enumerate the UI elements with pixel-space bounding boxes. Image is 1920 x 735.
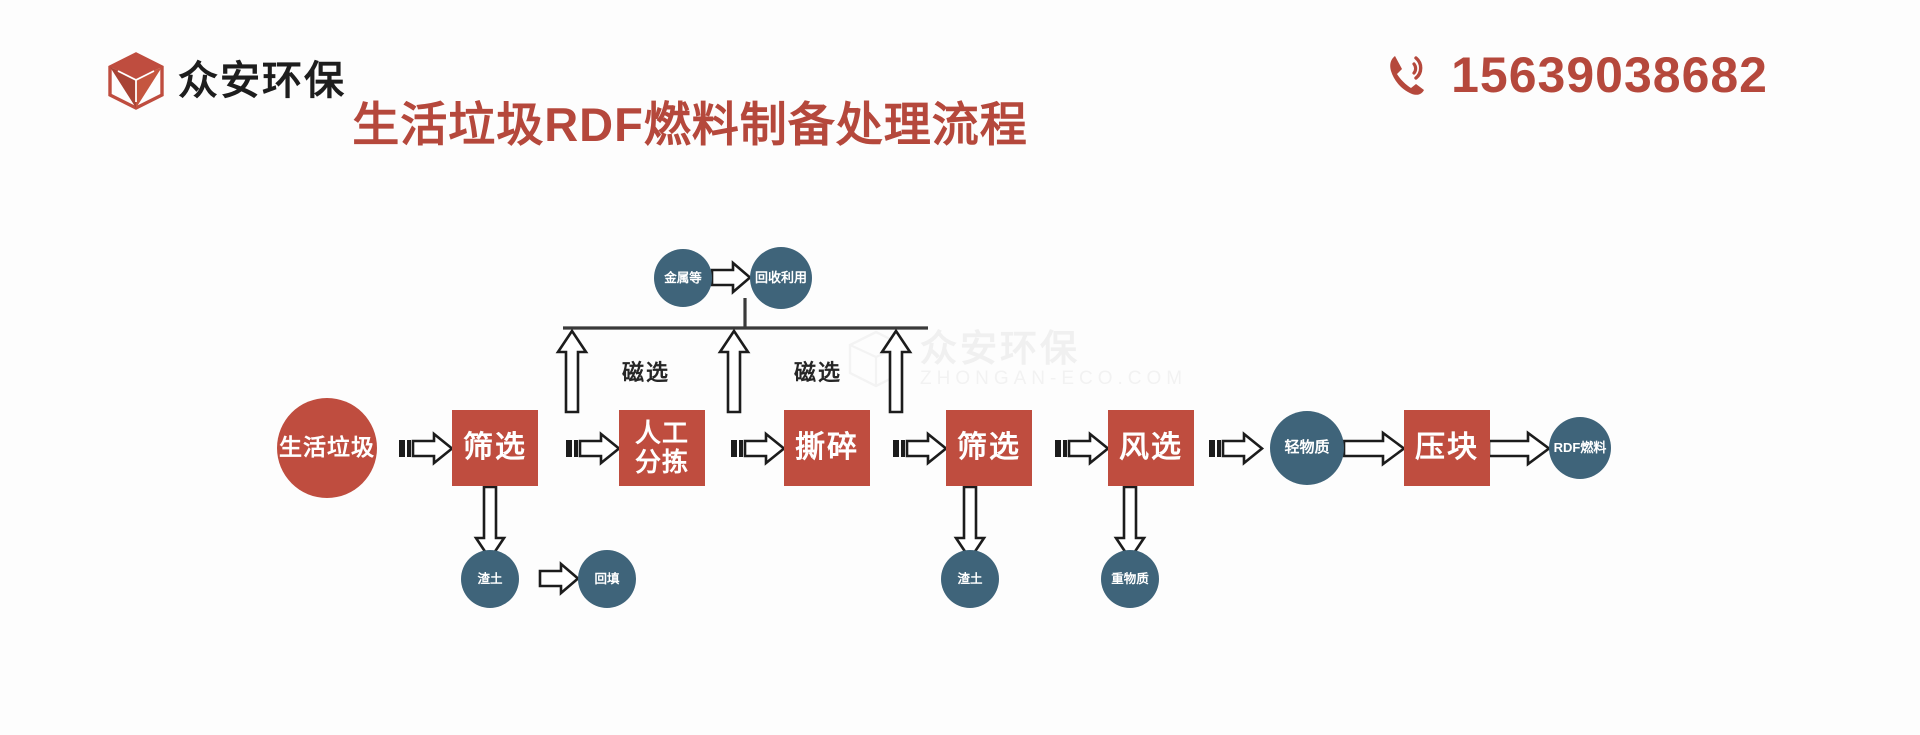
node-metals[interactable]: 金属等 (654, 249, 712, 307)
node-label: 生活垃圾 (279, 434, 375, 461)
arrow-n4-n5 (893, 431, 949, 466)
node-slag-1[interactable]: 渣土 (461, 550, 519, 608)
arrow-n3-n4 (731, 431, 787, 466)
node-air-separation[interactable]: 风选 (1108, 410, 1194, 486)
node-label: 风选 (1119, 431, 1183, 465)
arrow-n7-n8 (1342, 430, 1407, 467)
node-rdf-fuel[interactable]: RDF燃料 (1549, 417, 1611, 479)
node-label: 压块 (1415, 431, 1479, 465)
arrow-down-n6-heavy (1113, 485, 1147, 562)
node-label: 重物质 (1111, 572, 1149, 586)
node-slag-2[interactable]: 渣土 (941, 550, 999, 608)
arrow-up-magnetic-2 (717, 328, 751, 414)
node-manual-sorting[interactable]: 人工 分拣 (619, 410, 705, 486)
arrow-n6-n7 (1209, 431, 1265, 466)
arrow-slag-backfill (538, 561, 581, 596)
arrow-up-to-recycle (879, 328, 913, 414)
brand-name: 众安环保 (178, 59, 346, 103)
node-label: 筛选 (957, 431, 1021, 465)
brand-logo: 众安环保 (108, 52, 346, 110)
node-label: RDF燃料 (1553, 439, 1607, 455)
node-label-line1: 人工 (634, 417, 689, 448)
node-label: 撕碎 (795, 431, 859, 465)
node-recycling[interactable]: 回收利用 (750, 247, 812, 309)
node-label: 回收利用 (754, 269, 807, 285)
node-label: 筛选 (463, 431, 527, 465)
arrow-metal-recycle (710, 260, 753, 295)
edge-label-magnetic-2: 磁选 (794, 360, 843, 385)
node-label: 金属等 (664, 271, 702, 285)
node-household-waste[interactable]: 生活垃圾 (277, 398, 377, 498)
node-briquetting[interactable]: 压块 (1404, 410, 1490, 486)
arrow-n5-n6 (1055, 431, 1111, 466)
node-backfill[interactable]: 回填 (578, 550, 636, 608)
node-light-material[interactable]: 轻物质 (1270, 411, 1344, 485)
contact-phone: 15639038682 (1383, 50, 1768, 100)
node-label-line2: 分拣 (634, 447, 689, 477)
node-screening-2[interactable]: 筛选 (946, 410, 1032, 486)
diamond-gem-icon (108, 52, 164, 110)
node-label: 渣土 (477, 572, 503, 586)
phone-ringing-icon (1390, 56, 1425, 95)
page-title: 生活垃圾RDF燃料制备处理流程 (352, 98, 1028, 151)
arrow-n1-n2 (399, 431, 455, 466)
arrow-n8-n9 (1487, 430, 1552, 467)
node-label: 渣土 (957, 572, 983, 586)
arrow-down-n5-slag (953, 485, 987, 562)
arrow-up-magnetic-1 (555, 328, 589, 414)
node-shredding[interactable]: 撕碎 (784, 410, 870, 486)
arrow-n2-n3 (566, 431, 622, 466)
arrow-down-n2-slag (473, 485, 507, 562)
node-screening-1[interactable]: 筛选 (452, 410, 538, 486)
phone-number: 15639038682 (1451, 47, 1768, 103)
node-label: 轻物质 (1284, 438, 1330, 456)
edge-label-magnetic-1: 磁选 (622, 360, 671, 385)
node-heavy-material[interactable]: 重物质 (1101, 550, 1159, 608)
node-label: 回填 (594, 572, 620, 586)
